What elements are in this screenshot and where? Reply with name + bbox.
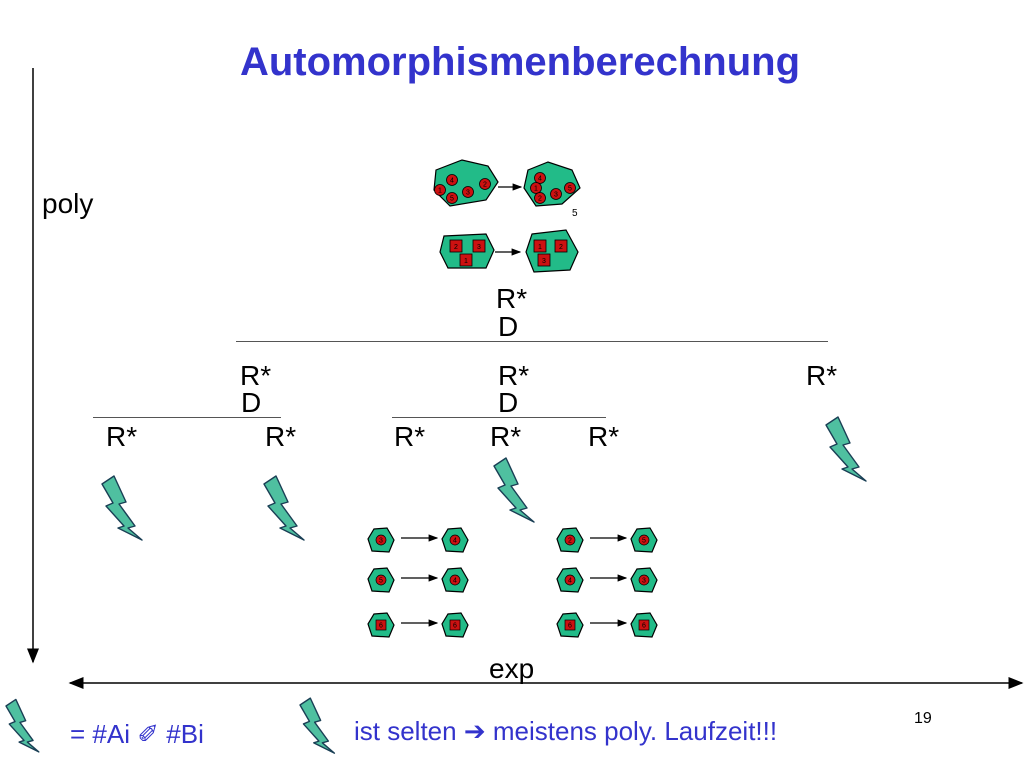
graph-node-label: 2 <box>559 244 563 251</box>
graph-node <box>375 619 387 631</box>
graph-node <box>564 182 576 194</box>
graph-node-label: 3 <box>477 244 481 251</box>
graph-node <box>434 184 446 196</box>
graph-node <box>564 619 576 631</box>
legend-text: = #Ai ✐ #Bi <box>70 721 204 747</box>
lightning-icon <box>825 416 867 482</box>
graph-node-label: 6 <box>453 623 457 630</box>
graph-node-label: 5 <box>642 538 646 545</box>
level1-right-r-label: R* <box>806 360 838 391</box>
graph-node-label: 1 <box>534 186 538 193</box>
level1-left-r-label: R* <box>240 360 272 391</box>
graph-node <box>638 534 650 546</box>
graph-node <box>533 239 547 253</box>
lightning-icon <box>263 475 305 541</box>
graph-node <box>537 253 551 267</box>
graph-node-label: 1 <box>538 244 542 251</box>
graph-node <box>462 186 474 198</box>
level2-middle-r2: R* <box>490 421 522 452</box>
graph-node-label: 2 <box>483 182 487 189</box>
graph-node-label: 1 <box>438 188 442 195</box>
graph-node-label: 6 <box>568 623 572 630</box>
graph-node <box>530 182 542 194</box>
graph-node <box>449 619 461 631</box>
level1-middle-r-label: R* <box>498 360 530 391</box>
graph-node-label: 3 <box>466 190 470 197</box>
graph-node-label: 5 <box>379 578 383 585</box>
graph-node-label: 2 <box>454 244 458 251</box>
graph-node <box>564 574 576 586</box>
graph-node <box>479 178 491 190</box>
lightning-icon <box>299 697 336 754</box>
graph-node-label: 4 <box>538 176 542 183</box>
legend-text-a: = #Ai <box>70 719 130 749</box>
lightning-icon <box>5 698 40 753</box>
graph-node-label: 1 <box>464 258 468 265</box>
graph-node-label: 3 <box>379 538 383 545</box>
graph-node <box>449 574 461 586</box>
graph-node <box>534 172 546 184</box>
graph-node <box>446 174 458 186</box>
level2-middle-r3: R* <box>588 421 620 452</box>
shape-note: 5 <box>572 208 578 219</box>
graph-node <box>449 534 461 546</box>
graph-node-label: 5 <box>450 196 454 203</box>
graph-node-label: 5 <box>568 186 572 193</box>
footer-note-suffix: meistens poly. Laufzeit!!! <box>492 716 778 746</box>
slide-title: Automorphismenberechnung <box>239 40 801 84</box>
graph-node <box>564 534 576 546</box>
left-separator <box>93 417 281 418</box>
graph-node <box>554 239 568 253</box>
root-d-label: D <box>498 311 519 342</box>
middle-separator <box>392 417 606 418</box>
poly-axis-label: poly <box>42 188 94 219</box>
page-number: 19 <box>914 710 932 727</box>
graph-node <box>550 188 562 200</box>
footer-note-prefix: ist selten <box>354 716 457 746</box>
graph-node <box>449 239 463 253</box>
graph-node-label: 4 <box>453 538 457 545</box>
level1-left-d-label: D <box>241 387 262 418</box>
graph-node-label: 4 <box>453 578 457 585</box>
root-separator <box>236 341 828 342</box>
level2-middle-r1: R* <box>394 421 426 452</box>
pencil-icon: ✐ <box>137 719 160 749</box>
graph-node <box>459 253 473 267</box>
graph-node <box>534 192 546 204</box>
graph-node <box>638 619 650 631</box>
exp-axis-label: exp <box>489 653 535 684</box>
footer-note: ist selten ➔ meistens poly. Laufzeit!!! <box>354 718 777 744</box>
level2-left-r1: R* <box>106 421 138 452</box>
graph-node <box>472 239 486 253</box>
root-r-label: R* <box>496 283 528 314</box>
graph-node-label: 6 <box>379 623 383 630</box>
graph-node <box>375 534 387 546</box>
lightning-icon <box>493 457 535 523</box>
graph-node-label: 4 <box>568 578 572 585</box>
level2-left-r2: R* <box>265 421 297 452</box>
right-arrow-icon: ➔ <box>463 716 486 746</box>
graph-node <box>638 574 650 586</box>
legend-text-b: #Bi <box>166 719 204 749</box>
graph-node-label: 3 <box>542 258 546 265</box>
graph-node-label: 2 <box>568 538 572 545</box>
level1-middle-d-label: D <box>498 387 519 418</box>
graph-node-label: 4 <box>450 178 454 185</box>
graph-node <box>375 574 387 586</box>
graph-node-label: 2 <box>538 196 542 203</box>
graph-node-label: 6 <box>642 623 646 630</box>
graph-node-label: 3 <box>642 578 646 585</box>
graph-node-label: 3 <box>554 192 558 199</box>
graph-node <box>446 192 458 204</box>
lightning-icon <box>101 475 143 541</box>
